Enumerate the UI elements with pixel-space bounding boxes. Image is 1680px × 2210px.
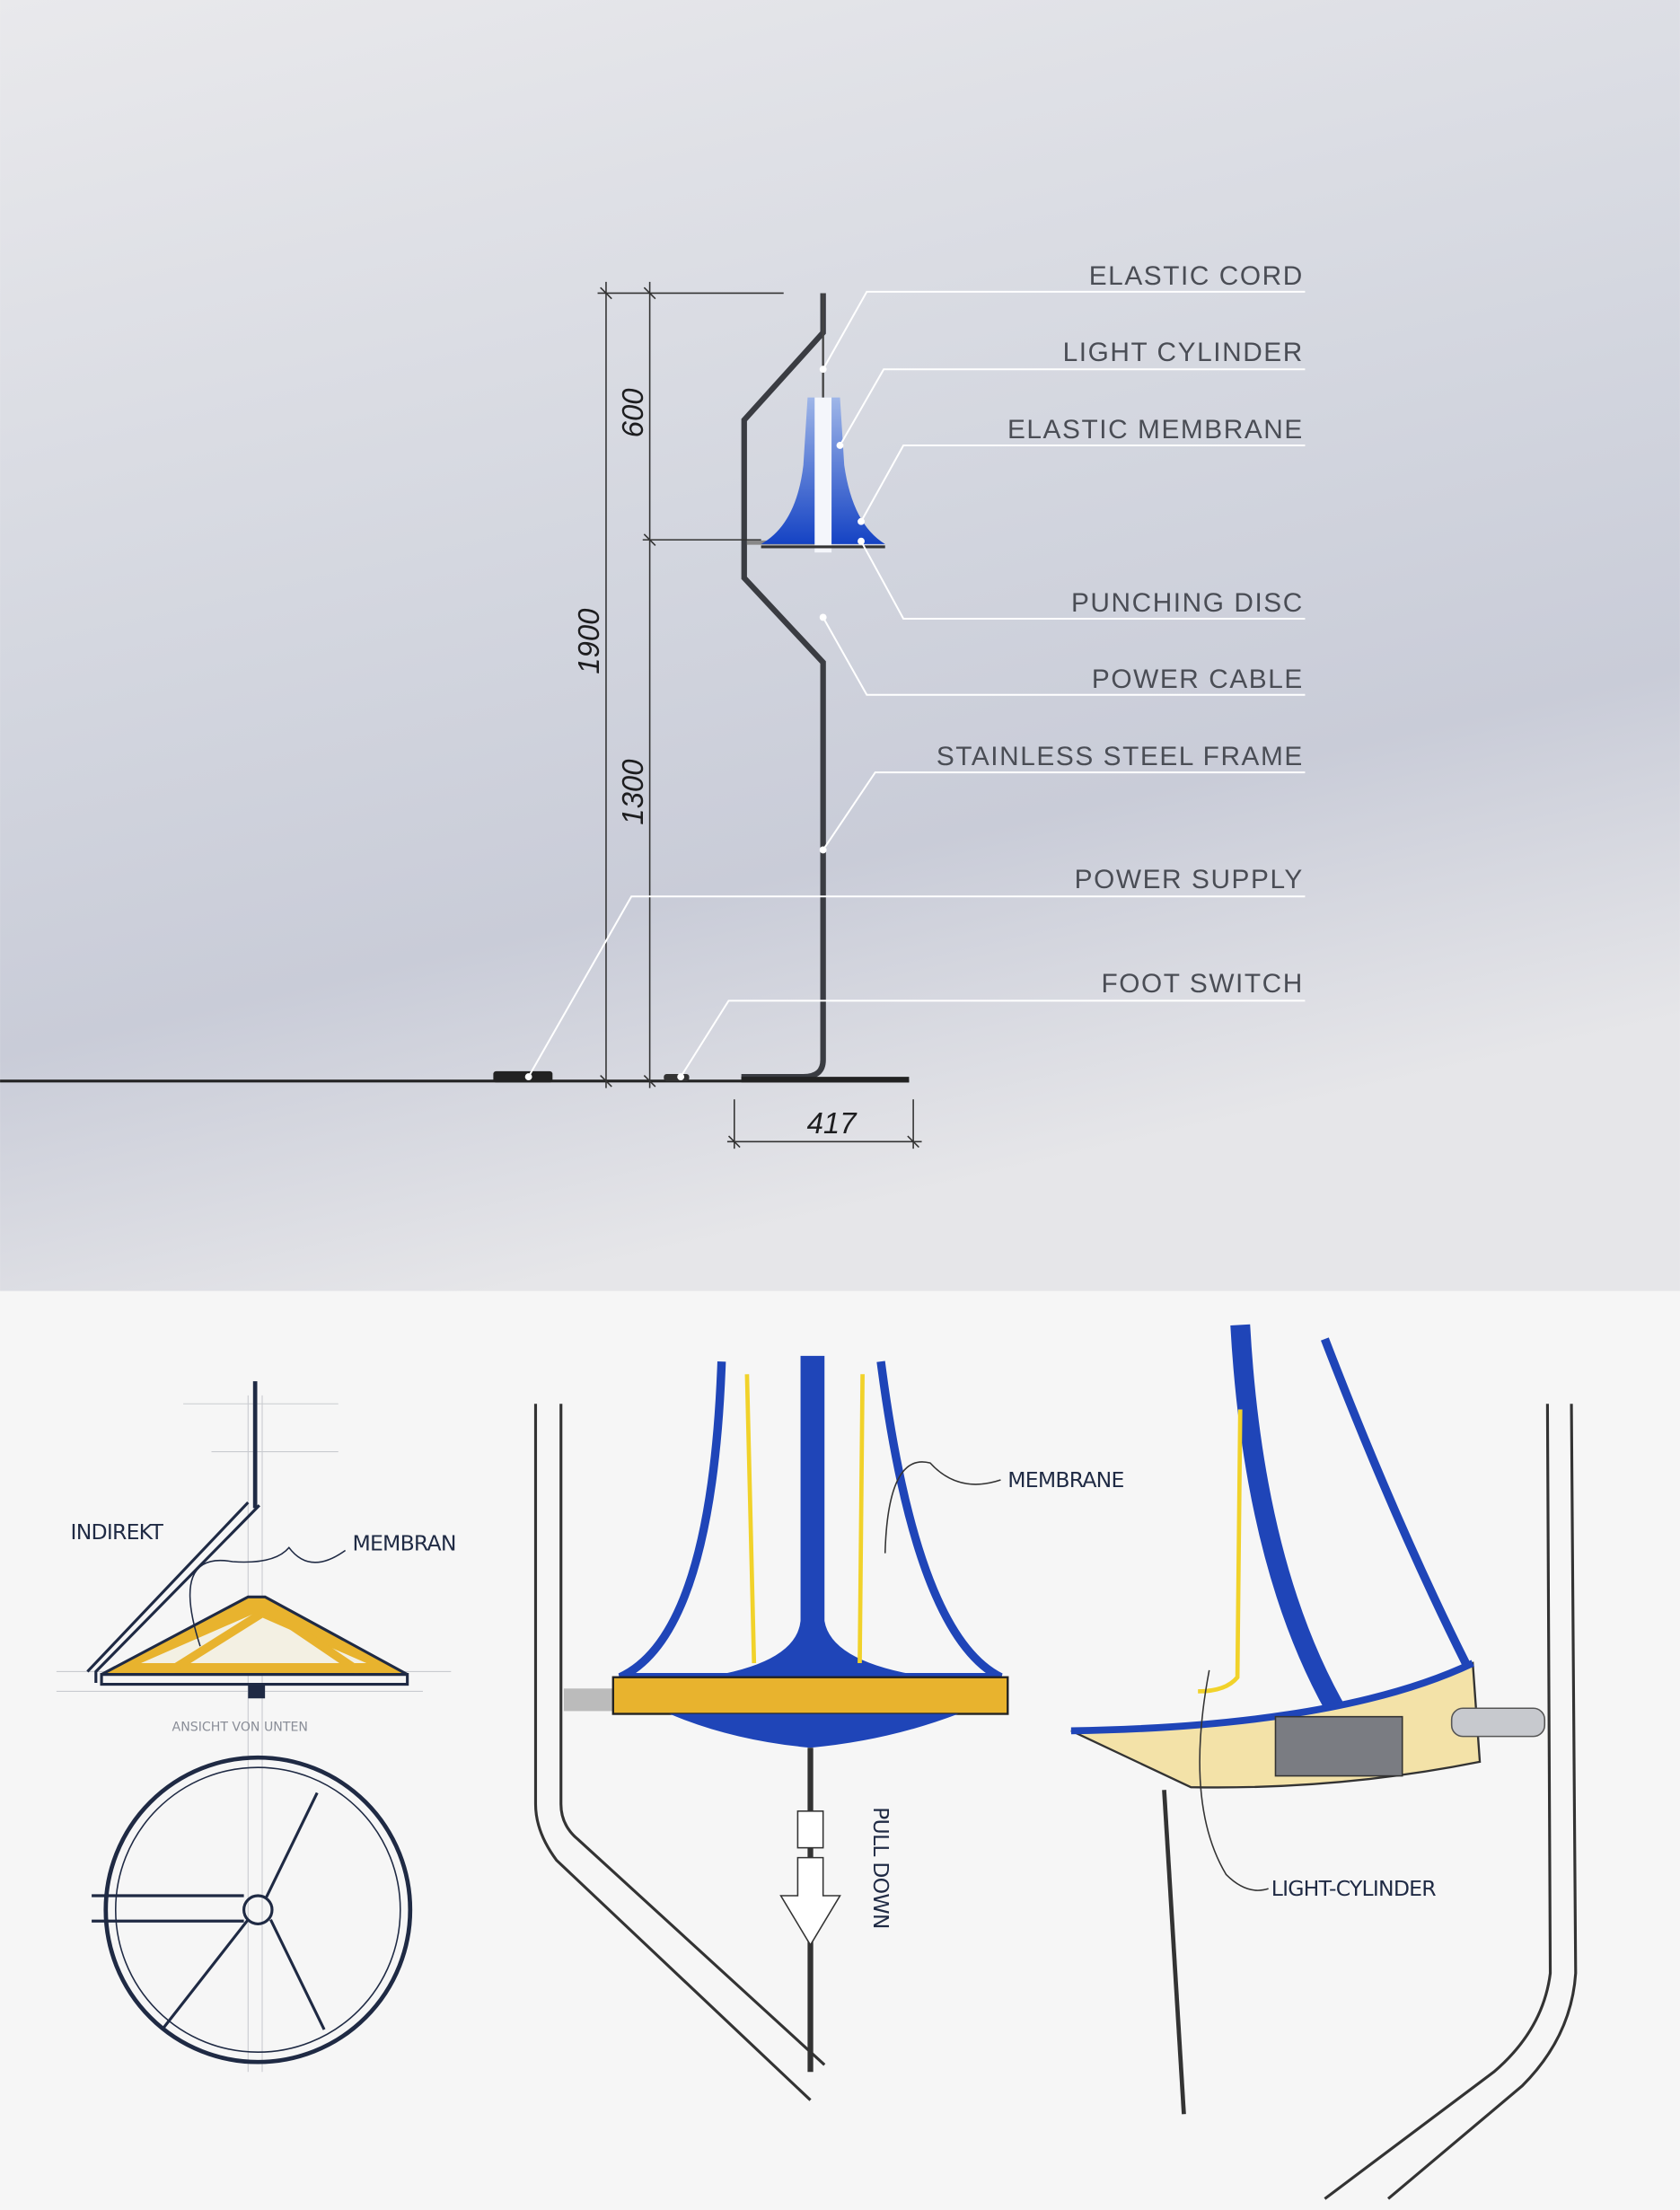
label-power-supply: POWER SUPPLY <box>1075 865 1304 894</box>
label-punching-disc: PUNCHING DISC <box>1071 588 1304 618</box>
dimension-lower-height: 1300 <box>616 759 649 825</box>
dimension-lines <box>597 281 922 1149</box>
foot-switch-box <box>664 1073 690 1081</box>
label-stainless-steel-frame: STAINLESS STEEL FRAME <box>937 742 1304 771</box>
label-elastic-cord: ELASTIC CORD <box>1089 261 1304 291</box>
sketch-label-ansicht-von-unten: ANSICHT VON UNTEN <box>172 1720 308 1734</box>
stainless-steel-frame <box>741 293 826 1080</box>
dimension-total-height: 1900 <box>572 608 605 674</box>
sketch-label-indirekt: INDIREKT <box>71 1519 164 1545</box>
sketch-light-cylinder-detail: LIGHT-CYLINDER <box>1070 1324 1578 2200</box>
sketch-label-membran: MEMBRAN <box>352 1530 455 1555</box>
dimension-upper-height: 600 <box>616 388 649 438</box>
label-light-cylinder: LIGHT CYLINDER <box>1063 338 1304 367</box>
light-cylinder <box>814 397 832 553</box>
callout-dots <box>524 365 865 1081</box>
label-foot-switch: FOOT SWITCH <box>1101 969 1303 999</box>
label-power-cable: POWER CABLE <box>1092 665 1304 694</box>
label-elastic-membrane: ELASTIC MEMBRANE <box>1007 415 1304 445</box>
sketch-label-light-cylinder: LIGHT-CYLINDER <box>1271 1876 1437 1901</box>
sketch-label-membrane: MEMBRANE <box>1007 1467 1123 1492</box>
callout-leaders <box>527 290 1306 1078</box>
dimension-base-width: 417 <box>807 1106 858 1140</box>
power-supply-box <box>493 1070 553 1083</box>
sketch-section-view: INDIREKT MEMBRAN ANSICHT VON UNTEN <box>56 1381 456 2073</box>
sketch-label-pull-down: PULL DOWN <box>868 1807 893 1929</box>
sketch-pull-down-detail: MEMBRANE PULL DOWN <box>533 1355 1124 2101</box>
